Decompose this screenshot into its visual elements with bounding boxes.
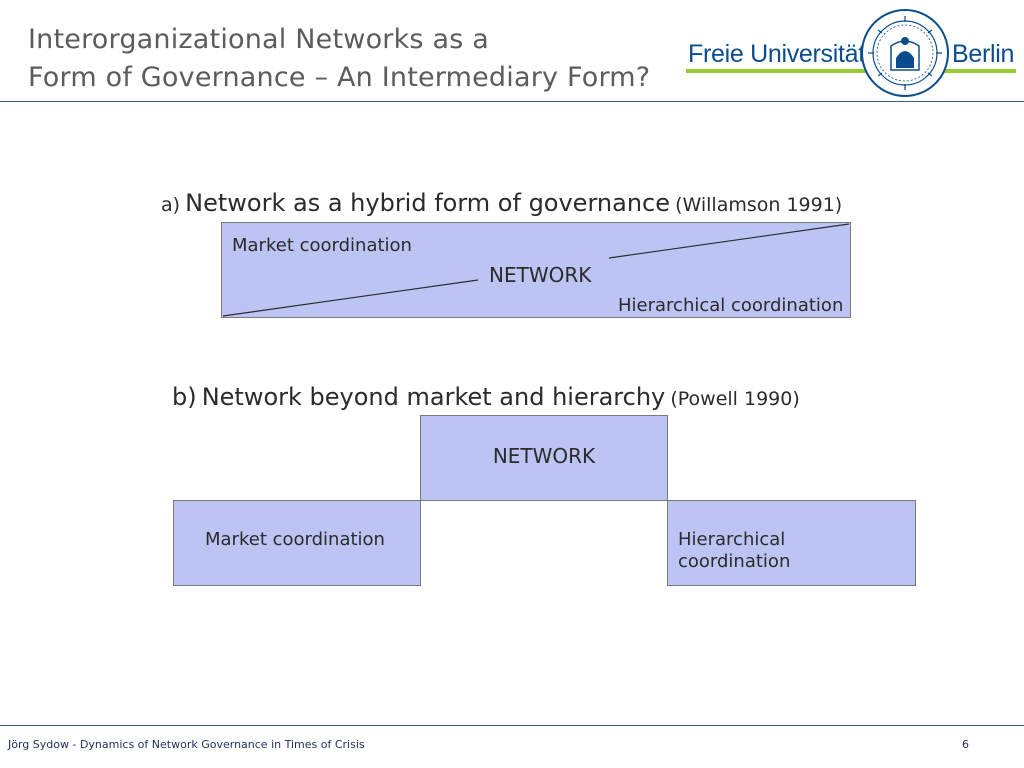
network-box: NETWORK xyxy=(420,415,668,501)
logo-accent-rule xyxy=(686,69,1016,73)
section-b-prefix: b) xyxy=(172,383,197,411)
university-name-left: Freie Universität xyxy=(688,40,865,68)
section-b-citation: (Powell 1990) xyxy=(670,388,800,410)
page-number: 6 xyxy=(962,738,969,751)
footer-divider xyxy=(0,725,1024,726)
slide-title-line-2: Form of Governance – An Intermediary For… xyxy=(28,62,651,93)
hierarchical-label-line-1: Hierarchical xyxy=(678,529,786,550)
section-b-title: Network beyond market and hierarchy xyxy=(201,383,666,411)
slide-title-line-1: Interorganizational Networks as a xyxy=(28,24,490,55)
footer-credit: Jörg Sydow - Dynamics of Network Governa… xyxy=(8,738,365,751)
hierarchical-coordination-box: Hierarchical coordination xyxy=(667,500,916,586)
market-coordination-label-a: Market coordination xyxy=(232,235,412,256)
section-b-heading: b) Network beyond market and hierarchy (… xyxy=(172,383,800,411)
hierarchical-coordination-label-a: Hierarchical coordination xyxy=(618,295,844,316)
section-a-heading: a) Network as a hybrid form of governanc… xyxy=(161,189,842,217)
university-name-right: Berlin xyxy=(952,40,1015,68)
hierarchical-label-line-2: coordination xyxy=(678,551,791,572)
university-seal-icon xyxy=(861,9,949,97)
network-label-b: NETWORK xyxy=(492,444,596,468)
network-label-a: NETWORK xyxy=(489,263,592,287)
market-coordination-label-b: Market coordination xyxy=(205,529,385,550)
section-a-title: Network as a hybrid form of governance xyxy=(185,189,670,217)
section-a-citation: (Willamson 1991) xyxy=(675,194,843,216)
market-coordination-box: Market coordination xyxy=(173,500,421,586)
section-a-prefix: a) xyxy=(161,194,181,216)
header-divider xyxy=(0,101,1024,102)
